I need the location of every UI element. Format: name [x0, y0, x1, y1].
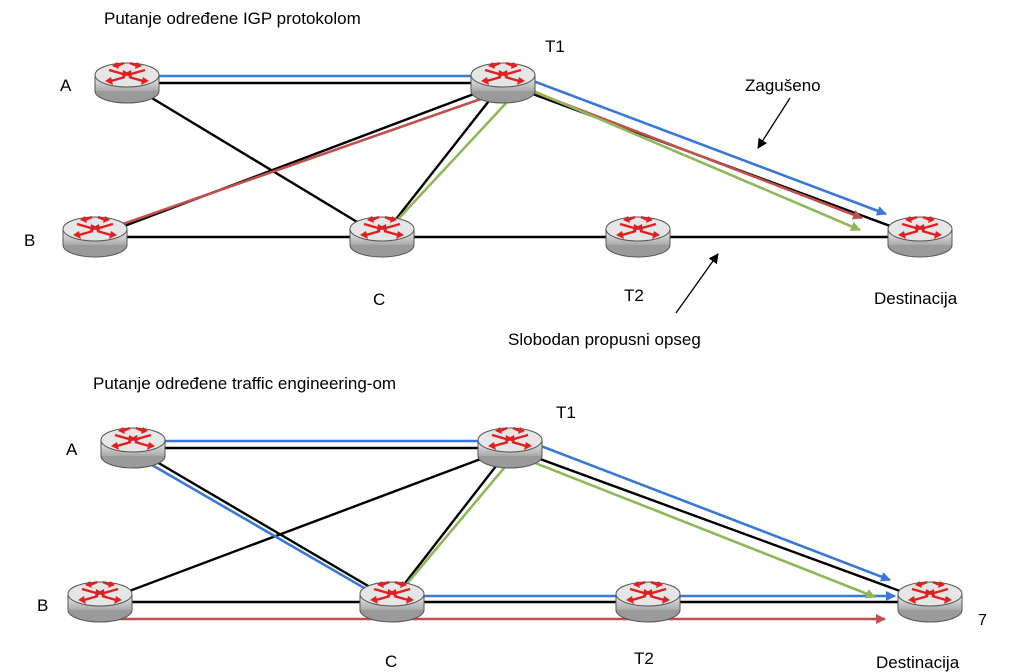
- link-t1-d: [509, 446, 931, 604]
- node-label-destination: Destinacija: [876, 653, 960, 672]
- link-c-t1: [391, 447, 511, 601]
- node-label-a: A: [66, 440, 78, 459]
- node-label-a: A: [60, 76, 72, 95]
- annotation-free-bandwidth: Slobodan propusni opseg: [508, 330, 701, 349]
- annotation-congested: Zagušeno: [745, 76, 821, 95]
- router-c: [358, 579, 426, 624]
- link-a-c: [132, 446, 393, 602]
- diagram-2-routers: [66, 425, 964, 624]
- diagram-1-pointers: [675, 97, 791, 314]
- router-t2: [614, 579, 682, 624]
- router-c: [348, 214, 416, 259]
- node-label-destination: Destinacija: [874, 289, 958, 308]
- router-destination: [896, 579, 964, 624]
- link-a-c: [126, 81, 383, 239]
- router-a: [99, 425, 167, 470]
- node-label-t2: T2: [634, 649, 654, 668]
- router-t1: [469, 60, 537, 105]
- diagram-2-links: [99, 446, 931, 604]
- diagram-1-links: [94, 81, 921, 239]
- router-a: [93, 60, 161, 105]
- node-label-t2: T2: [624, 286, 644, 305]
- node-label-t1: T1: [556, 403, 576, 422]
- path-red: [99, 84, 863, 234]
- pointer-free-bandwidth: [675, 253, 719, 314]
- link-b-t1: [99, 446, 511, 604]
- node-label-c: C: [385, 652, 398, 671]
- router-destination: [886, 214, 954, 259]
- router-t1: [476, 425, 544, 470]
- node-label-c: C: [373, 290, 386, 309]
- path-green: [399, 453, 876, 599]
- path-blue-via-c: [139, 456, 896, 601]
- page-number: 7: [978, 612, 987, 629]
- pointer-congested: [757, 97, 791, 149]
- node-label-b: B: [37, 596, 49, 615]
- router-b: [61, 214, 129, 259]
- link-c-t1: [381, 82, 504, 238]
- diagram-2-title: Putanje određene traffic engineering-om: [93, 374, 397, 393]
- node-label-b: B: [24, 231, 36, 250]
- router-t2: [604, 214, 672, 259]
- router-b: [66, 579, 134, 624]
- diagram-1-title: Putanje određene IGP protokolom: [104, 9, 361, 28]
- node-label-t1: T1: [545, 37, 565, 56]
